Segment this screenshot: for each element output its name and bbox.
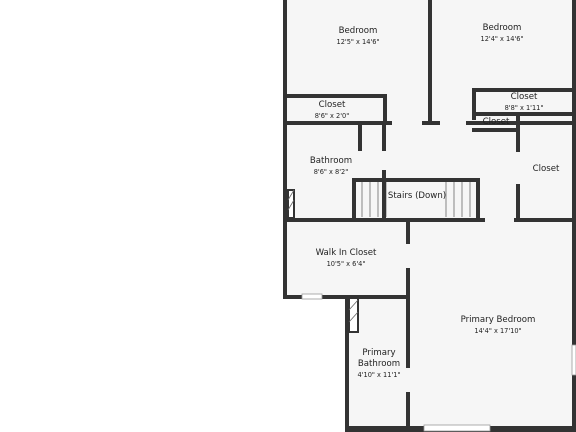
room-name: Bathroom bbox=[309, 156, 353, 166]
room-closet-4: Closet bbox=[533, 164, 560, 175]
room-dims: 10'5" x 6'4" bbox=[326, 260, 366, 268]
room-dims: 4'10" x 11'1" bbox=[357, 371, 401, 379]
room-dims: 8'6" x 2'0" bbox=[314, 112, 350, 120]
room-bedroom-2: Bedroom 12'4" x 14'6" bbox=[481, 23, 524, 44]
room-dims: 14'4" x 17'10" bbox=[474, 327, 522, 335]
room-bedroom-1: Bedroom 12'5" x 14'6" bbox=[337, 26, 380, 47]
room-dims: 12'4" x 14'6" bbox=[480, 35, 524, 43]
room-name: Walk In Closet bbox=[315, 248, 377, 258]
room-stairs: Stairs (Down) bbox=[388, 191, 446, 202]
room-name: Bedroom bbox=[482, 23, 522, 33]
room-dims: 8'8" x 1'11" bbox=[504, 104, 544, 112]
room-dims: 8'6" x 8'2" bbox=[313, 168, 349, 176]
room-name: Closet bbox=[318, 100, 346, 110]
room-closet-3: Closet bbox=[483, 117, 510, 128]
room-name: Primary Bathroom bbox=[357, 348, 401, 369]
room-bathroom: Bathroom 8'6" x 8'2" bbox=[310, 156, 352, 177]
room-walk-in-closet: Walk In Closet 10'5" x 6'4" bbox=[316, 248, 377, 269]
room-primary-bedroom: Primary Bedroom 14'4" x 17'10" bbox=[461, 315, 536, 336]
room-name: Stairs (Down) bbox=[387, 191, 447, 201]
room-name: Primary Bedroom bbox=[460, 315, 536, 325]
room-primary-bathroom: Primary Bathroom 4'10" x 11'1" bbox=[358, 348, 401, 380]
room-name: Closet bbox=[482, 117, 510, 127]
room-name: Closet bbox=[510, 92, 538, 102]
room-name: Bedroom bbox=[338, 26, 378, 36]
room-closet-1: Closet 8'6" x 2'0" bbox=[315, 100, 350, 121]
room-closet-2: Closet 8'8" x 1'11" bbox=[505, 92, 544, 113]
room-dims: 12'5" x 14'6" bbox=[336, 38, 380, 46]
windows bbox=[301, 293, 576, 432]
room-name: Closet bbox=[532, 164, 560, 174]
